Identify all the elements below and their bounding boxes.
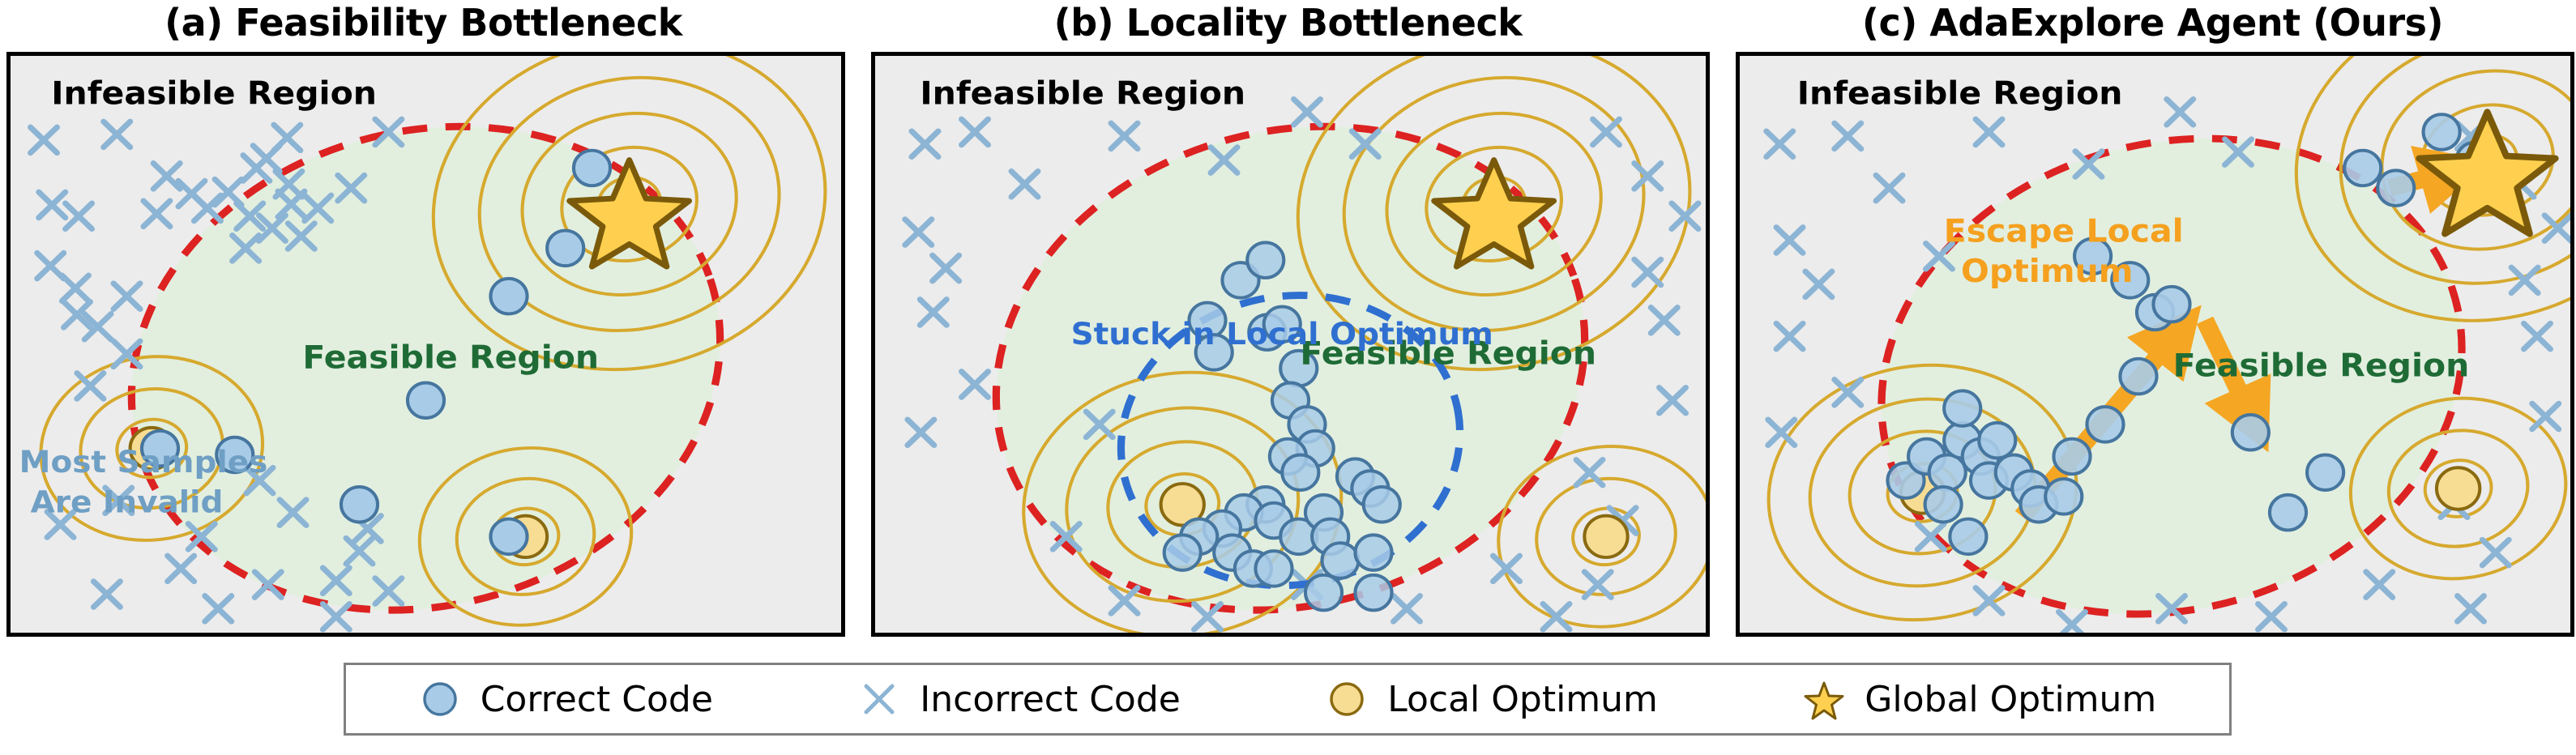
panel-a-canvas: Infeasible Region Feasible Region Most S… (11, 56, 841, 633)
legend-label-correct-code: Correct Code (480, 678, 713, 720)
star-marker-icon (1803, 678, 1845, 720)
panel-a: Infeasible Region Feasible Region Most S… (6, 52, 845, 637)
infeasible-region-label: Infeasible Region (920, 75, 1245, 112)
circle-marker-icon (419, 678, 461, 720)
correct-code-markers (1886, 113, 2495, 557)
global-optimum-marker (2416, 109, 2559, 237)
incorrect-code-markers (902, 96, 1702, 633)
local-optimum-contours-right (2348, 396, 2568, 581)
global-optimum-marker (1431, 157, 1557, 270)
escape-local-optimum-label-line2: Optimum (1961, 254, 2133, 290)
legend-item-local-optimum: Local Optimum (1326, 678, 1658, 720)
legend-item-incorrect-code: Incorrect Code (858, 678, 1181, 720)
local-optimum-circle-icon (1326, 678, 1368, 720)
local-optimum-marker (2434, 466, 2482, 511)
feasible-region-label: Feasible Region (2173, 348, 2470, 384)
incorrect-code-markers (28, 116, 405, 633)
panel-c-canvas: Infeasible Region Feasible Region Escape… (1740, 56, 2570, 633)
most-samples-invalid-label-line2: Are Invalid (31, 484, 224, 520)
global-optimum-marker (566, 157, 693, 270)
local-optimum-marker (1159, 482, 1206, 527)
legend: Correct Code Incorrect Code Local Optimu… (344, 663, 2232, 736)
legend-label-global-optimum: Global Optimum (1865, 678, 2157, 720)
panel-a-title: (a) Feasibility Bottleneck (164, 1, 682, 45)
panel-b: Infeasible Region Feasible Region Stuck … (871, 52, 1710, 637)
legend-label-local-optimum: Local Optimum (1387, 678, 1658, 720)
stuck-region-ellipse (1117, 292, 1464, 590)
most-samples-invalid-label-line1: Most Samples (19, 445, 268, 480)
legend-label-incorrect-code: Incorrect Code (920, 678, 1181, 720)
legend-item-correct-code: Correct Code (419, 678, 713, 720)
legend-item-global-optimum: Global Optimum (1803, 678, 2156, 720)
local-optimum-marker (1583, 514, 1630, 560)
feasible-region-label: Feasible Region (1300, 335, 1596, 372)
feasible-region-label: Feasible Region (302, 339, 599, 376)
correct-code-markers (139, 148, 613, 557)
panel-b-canvas: Infeasible Region Feasible Region Stuck … (875, 56, 1706, 633)
panel-b-title: (b) Locality Bottleneck (1053, 1, 1523, 45)
global-optimum-contours (1296, 56, 1692, 372)
correct-code-markers (1162, 241, 1402, 612)
escape-local-optimum-label-line1: Escape Local (1944, 213, 2184, 250)
panel-c-title: (c) AdaExplore Agent (Ours) (1861, 1, 2444, 45)
stuck-in-local-optimum-label: Stuck in Local Optimum (1071, 317, 1493, 352)
infeasible-region-label: Infeasible Region (51, 75, 377, 112)
infeasible-region-label: Infeasible Region (1797, 75, 2123, 112)
cross-marker-icon (858, 678, 900, 720)
panel-c: Infeasible Region Feasible Region Escape… (1736, 52, 2574, 637)
